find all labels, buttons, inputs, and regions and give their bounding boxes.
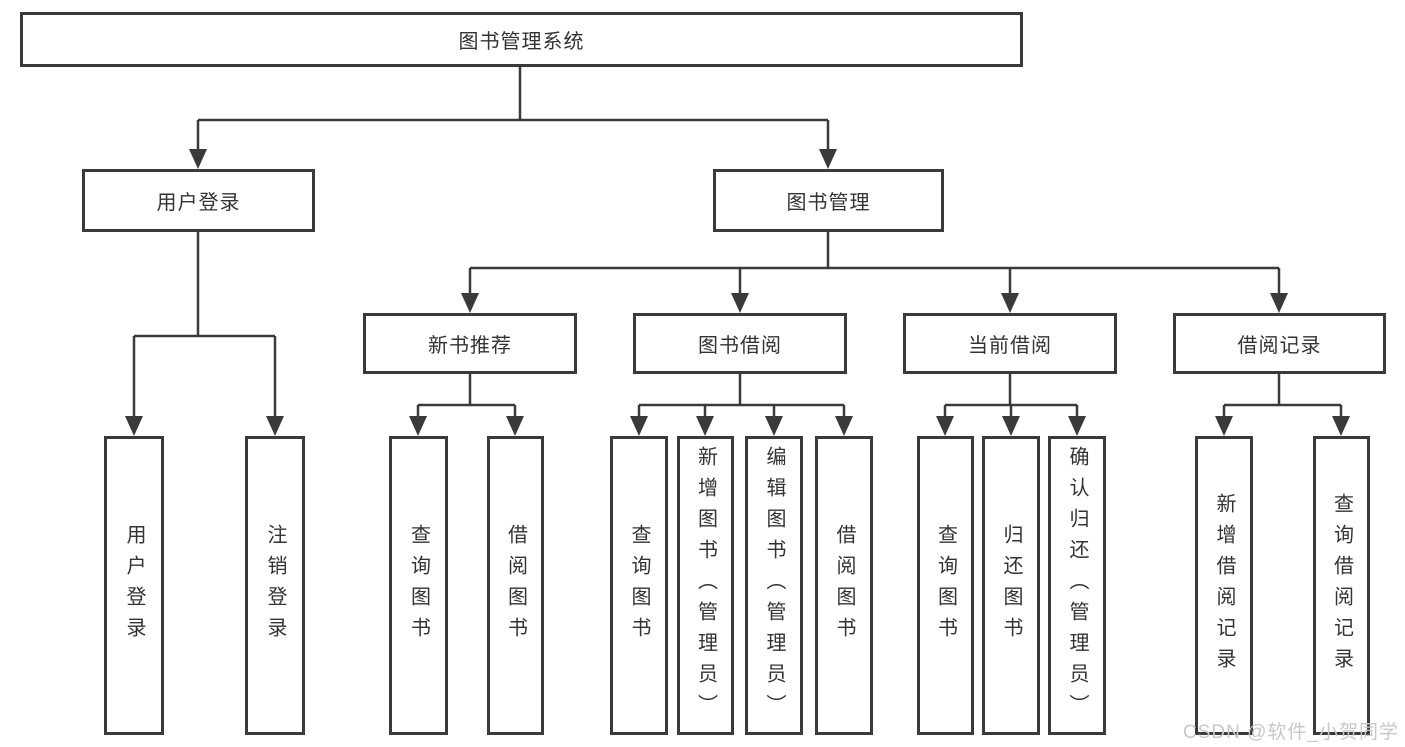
leaf-query-books-current-label: 查询图书 [934, 523, 957, 648]
node-library-system: 图书管理系统 [20, 12, 1023, 67]
csdn-watermark: CSDN @软件_小贺同学 [1183, 722, 1399, 743]
leaf-query-books-borrow: 查询图书 [610, 436, 668, 735]
leaf-return-book: 归还图书 [982, 436, 1040, 735]
leaf-edit-book-admin-label: 编辑图书（管理员） [763, 446, 785, 725]
leaf-query-books-recommend: 查询图书 [389, 436, 448, 735]
leaf-query-books-borrow-label: 查询图书 [628, 523, 650, 648]
node-user-login: 用户登录 [82, 169, 315, 232]
leaf-borrow-books: 借阅图书 [815, 436, 873, 735]
leaf-user-login: 用户登录 [104, 436, 164, 735]
node-current-borrowing: 当前借阅 [903, 313, 1117, 374]
leaf-query-books-current: 查询图书 [917, 436, 974, 735]
leaf-add-book-admin-label: 新增图书（管理员） [694, 446, 717, 725]
leaf-borrow-books-recommend-label: 借阅图书 [504, 523, 527, 648]
leaf-query-books-recommend-label: 查询图书 [407, 523, 430, 648]
leaf-query-borrow-record: 查询借阅记录 [1313, 436, 1370, 735]
node-borrow-records: 借阅记录 [1173, 313, 1386, 374]
leaf-logout-label: 注销登录 [264, 523, 286, 648]
node-book-borrowing: 图书借阅 [633, 313, 847, 374]
leaf-user-login-label: 用户登录 [123, 523, 145, 648]
leaf-add-book-admin: 新增图书（管理员） [677, 436, 734, 735]
leaf-add-borrow-record-label: 新增借阅记录 [1213, 492, 1235, 679]
node-new-book-recommend: 新书推荐 [363, 313, 577, 374]
leaf-add-borrow-record: 新增借阅记录 [1195, 436, 1253, 735]
leaf-query-borrow-record-label: 查询借阅记录 [1330, 492, 1353, 679]
leaf-edit-book-admin: 编辑图书（管理员） [745, 436, 803, 735]
leaf-borrow-books-recommend: 借阅图书 [487, 436, 544, 735]
leaf-confirm-return-admin: 确认归还（管理员） [1048, 436, 1106, 735]
leaf-return-book-label: 归还图书 [1000, 523, 1022, 648]
node-book-management: 图书管理 [713, 169, 944, 232]
leaf-borrow-books-label: 借阅图书 [833, 523, 855, 648]
leaf-confirm-return-admin-label: 确认归还（管理员） [1066, 446, 1088, 725]
leaf-logout: 注销登录 [245, 436, 305, 735]
arrowhead-icons [125, 149, 1350, 436]
